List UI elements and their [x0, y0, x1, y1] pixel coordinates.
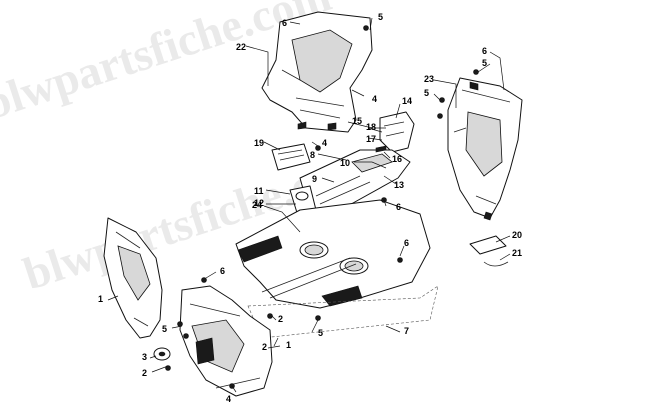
callout-2-lower: 2	[262, 342, 267, 352]
callout-18: 18	[366, 122, 376, 132]
part-plate-20	[469, 235, 509, 267]
part-vent-19	[271, 143, 311, 171]
callout-14: 14	[402, 96, 412, 106]
callout-20: 20	[512, 230, 522, 240]
callout-5-right-lower: 5	[424, 88, 429, 98]
leader-lines	[107, 17, 511, 393]
part-lower-center-panel	[179, 285, 273, 397]
callout-23: 23	[424, 74, 434, 84]
callout-3: 3	[142, 352, 147, 362]
part-upper-right-panel	[447, 77, 523, 221]
callout-17: 17	[366, 134, 376, 144]
callout-10: 10	[340, 158, 350, 168]
callout-6-left: 6	[220, 266, 225, 276]
callout-6-right: 6	[482, 46, 487, 56]
callout-labels: 22 6 5 4 23 6 5 5 14 15 18 17 19 4 8 10 …	[98, 12, 522, 404]
callout-6-top: 6	[282, 18, 287, 28]
callout-4-bottom: 4	[226, 394, 231, 404]
part-console	[299, 145, 411, 215]
callout-4-middle: 4	[322, 138, 327, 148]
callout-19: 19	[254, 138, 264, 148]
callout-5-right: 5	[482, 58, 487, 68]
callout-6-center: 6	[396, 202, 401, 212]
callout-15: 15	[352, 116, 362, 126]
callout-1-center: 1	[286, 340, 291, 350]
callout-16: 16	[392, 154, 402, 164]
callout-13: 13	[394, 180, 404, 190]
callout-2-left: 2	[142, 368, 147, 378]
callout-4-upper: 4	[372, 94, 377, 104]
part-floor-assembly	[235, 199, 439, 339]
callout-5-top: 5	[378, 12, 383, 22]
callout-21: 21	[512, 248, 522, 258]
callout-12: 12	[254, 198, 264, 208]
callout-22: 22	[236, 42, 246, 52]
callout-9: 9	[312, 174, 317, 184]
part-lower-left-panel	[103, 217, 163, 339]
callout-2-center: 2	[278, 314, 283, 324]
callout-7: 7	[404, 326, 409, 336]
part-upper-left-panel	[261, 11, 373, 133]
part-center-bracket	[379, 111, 415, 153]
callout-8: 8	[310, 150, 315, 160]
callout-1-left: 1	[98, 294, 103, 304]
callout-11: 11	[254, 186, 264, 196]
part-grommet-3	[153, 347, 171, 361]
callout-24: 24	[252, 200, 262, 210]
callout-5-center: 5	[318, 328, 323, 338]
callout-6-floor: 6	[404, 238, 409, 248]
callout-5-left: 5	[162, 324, 167, 334]
